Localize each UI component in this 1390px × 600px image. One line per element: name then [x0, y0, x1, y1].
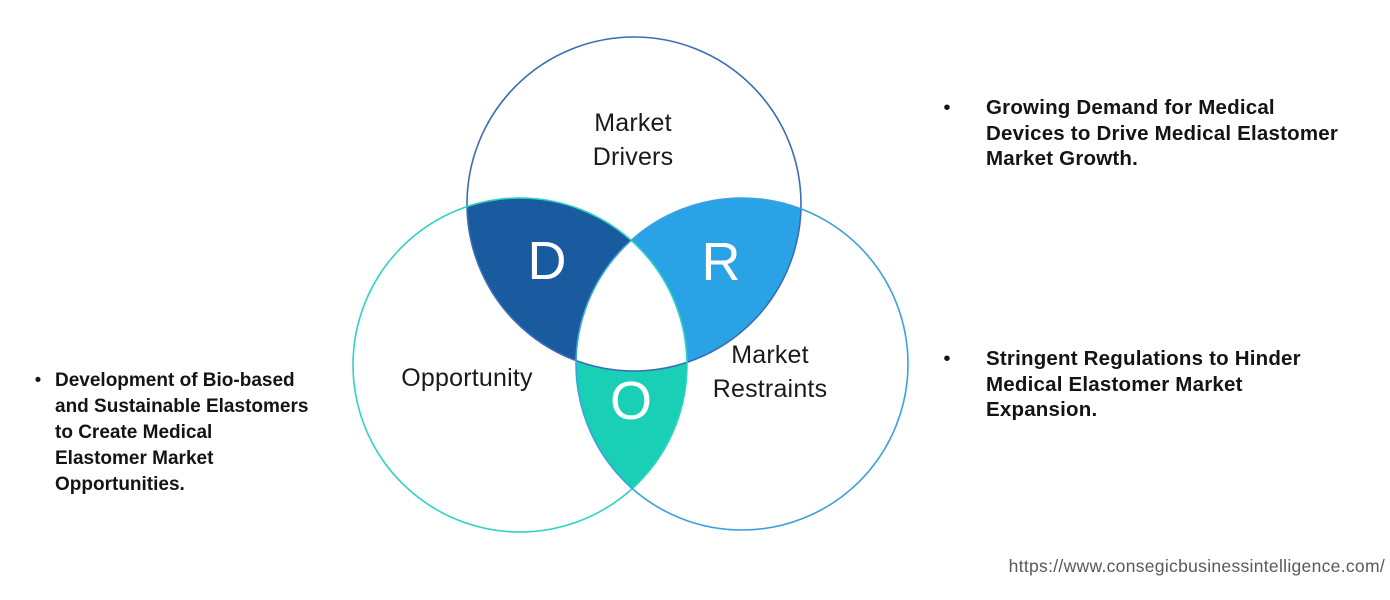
- driver-bullet: • Growing Demand for Medical Devices to …: [941, 95, 1371, 172]
- opportunity-circle: [352, 197, 688, 533]
- restraint-bullet: • Stringent Regulations to Hinder Medica…: [941, 346, 1371, 423]
- bullet-icon: •: [943, 96, 951, 119]
- restraint-bullet-text: Stringent Regulations to Hinder Medical …: [986, 347, 1301, 421]
- letter-o: O: [609, 371, 653, 431]
- restraints-circle: [575, 197, 909, 531]
- opportunity-bullet-text: Development of Bio-based and Sustainable…: [55, 370, 309, 495]
- letter-d: D: [527, 231, 567, 291]
- opportunity-bullet: • Development of Bio-based and Sustainab…: [32, 368, 362, 498]
- drivers-circle: [466, 36, 802, 372]
- drivers-label: Market Drivers: [592, 109, 674, 171]
- opportunity-label: Opportunity: [401, 364, 533, 392]
- bullet-icon: •: [943, 347, 951, 370]
- restraints-label: Market Restraints: [712, 341, 828, 403]
- source-url: https://www.consegicbusinessintelligence…: [1008, 556, 1385, 576]
- letter-r: R: [701, 232, 741, 292]
- lens-triple-center: [576, 198, 687, 371]
- bullet-icon: •: [34, 370, 42, 391]
- driver-bullet-text: Growing Demand for Medical Devices to Dr…: [986, 96, 1339, 170]
